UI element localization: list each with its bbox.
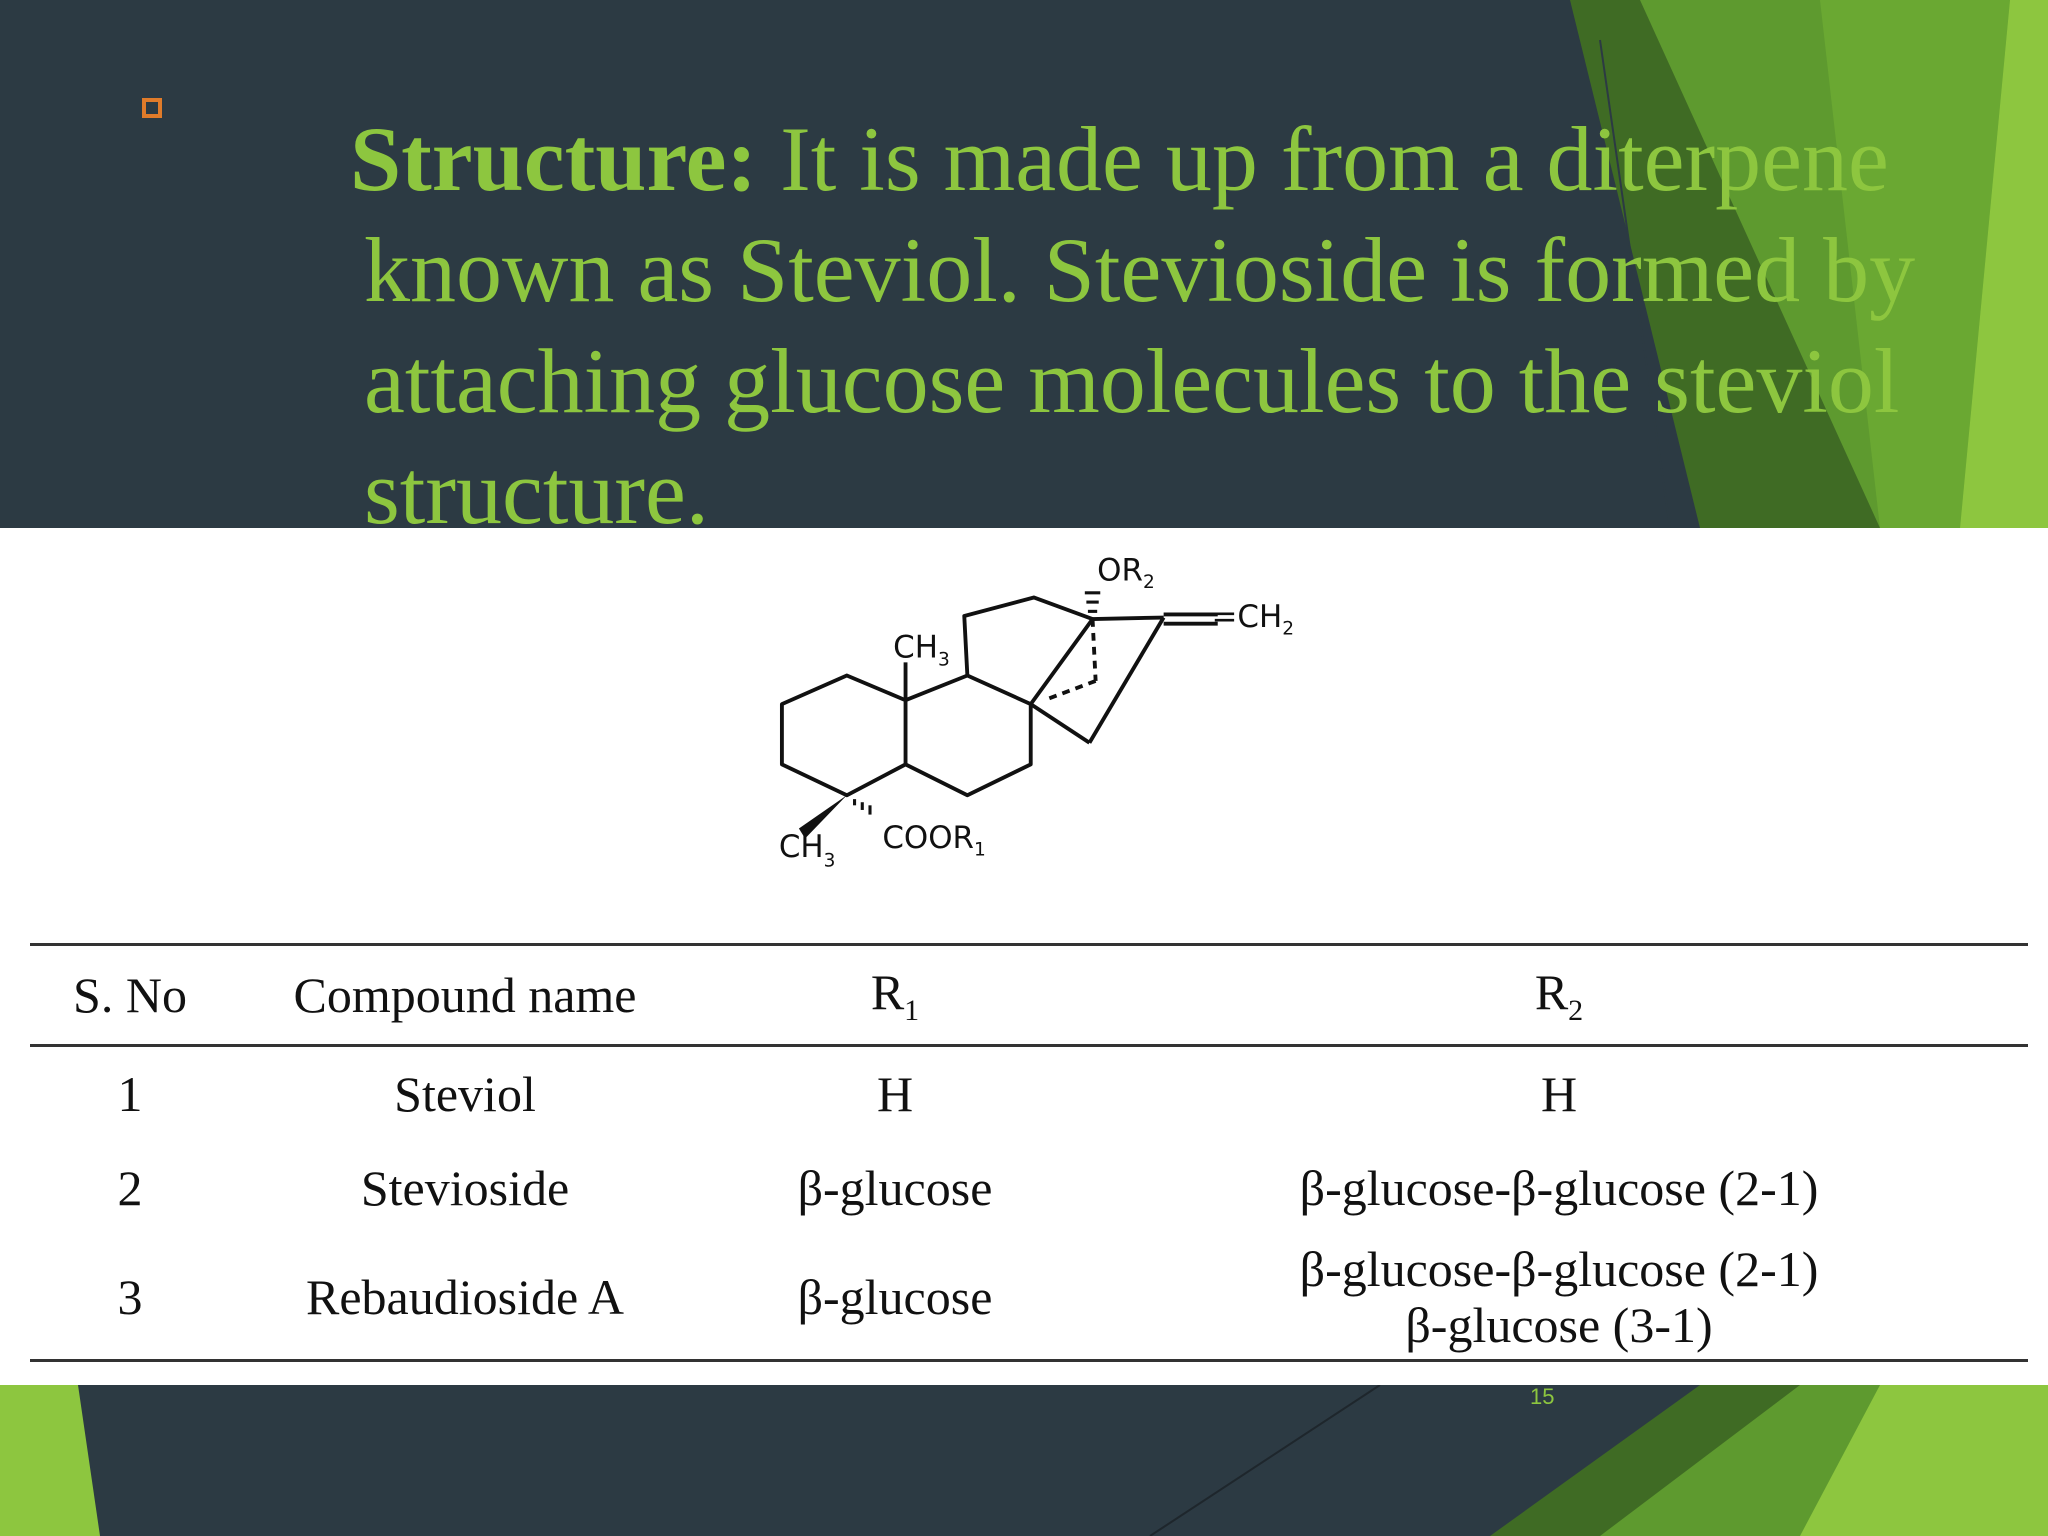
label-ch3-top: CH3 (893, 630, 950, 671)
steviol-figure: OR2 =CH2 CH3 CH3 COOR1 S. No Compound na… (0, 528, 2048, 1385)
label-coor1: COOR1 (882, 820, 985, 861)
table-row: 1 Steviol H H (30, 1046, 2028, 1142)
bottom-left-green (0, 1385, 100, 1536)
text-line-1: Structure: It is made up from a diterpen… (350, 104, 2000, 215)
bridge-bond-3 (1092, 615, 1164, 622)
header-r1: R1 (870, 963, 920, 1027)
table-row: 3 Rebaudioside A β-glucose β-glucose-β-g… (30, 1235, 2028, 1361)
bridge-bond-1 (1029, 702, 1091, 745)
cell-sno: 2 (117, 1160, 143, 1216)
text-line-4: structure. (364, 441, 709, 543)
label-ch2: =CH2 (1212, 599, 1294, 640)
bottom-right-green-light (1800, 1385, 2048, 1536)
text-line-3: attaching glucose molecules to the stevi… (364, 330, 1900, 432)
dashed-bond-1 (1090, 618, 1098, 682)
green-panel-line (1599, 39, 1671, 529)
cell-r1: H (876, 1066, 914, 1122)
header-sno: S. No (73, 967, 187, 1023)
wedge-bond (798, 795, 847, 839)
ring-a (779, 673, 908, 798)
text-line-2: known as Steviol. Stevioside is formed b… (364, 219, 1916, 321)
label-ch3-bottom: CH3 (779, 829, 836, 871)
page-number: 15 (1530, 1384, 1555, 1409)
hashed-or-bond (1084, 591, 1101, 613)
table-row: 2 Stevioside β-glucose β-glucose-β-gluco… (30, 1141, 2028, 1235)
ring-b (904, 673, 1033, 798)
text-line-1-rest: It is made up from a diterpene (757, 108, 1889, 210)
steviol-structure-diagram: OR2 =CH2 CH3 CH3 COOR1 (779, 552, 1294, 871)
cell-r2: β-glucose-β-glucose (2-1) (1299, 1160, 1819, 1216)
green-panel-bright (1960, 0, 2048, 528)
bottom-diagonal-line (1149, 1384, 1381, 1536)
bridge-bond-2 (1087, 616, 1166, 744)
header-r2: R2 (1534, 963, 1584, 1027)
bullet-square-icon (142, 98, 162, 118)
structure-heading: Structure: (350, 108, 758, 210)
cell-name: Steviol (394, 1066, 536, 1122)
label-or2: OR2 (1097, 552, 1155, 593)
compounds-table: S. No Compound name R1 R2 1 Steviol H H … (30, 943, 2028, 1362)
cell-sno: 1 (117, 1066, 143, 1122)
cell-r2: β-glucose-β-glucose (2-1) β-glucose (3-1… (1090, 1235, 2028, 1361)
dashed-bond-2 (1045, 679, 1097, 702)
cell-name: Stevioside (360, 1160, 570, 1216)
hashed-bond (853, 799, 872, 815)
cell-name: Rebaudioside A (305, 1269, 625, 1325)
green-panel-light (1820, 0, 2010, 528)
cell-r2-line1: β-glucose-β-glucose (2-1) (1299, 1241, 1819, 1297)
table-header-row: S. No Compound name R1 R2 (30, 944, 2028, 1046)
cell-sno: 3 (117, 1269, 143, 1325)
cell-r1: β-glucose (797, 1269, 993, 1325)
header-compound-name: Compound name (293, 967, 637, 1023)
cell-r2-line2: β-glucose (3-1) (1405, 1297, 1713, 1353)
ring-c (962, 595, 1095, 706)
cell-r1: β-glucose (797, 1160, 993, 1216)
cell-r2: H (1540, 1066, 1578, 1122)
